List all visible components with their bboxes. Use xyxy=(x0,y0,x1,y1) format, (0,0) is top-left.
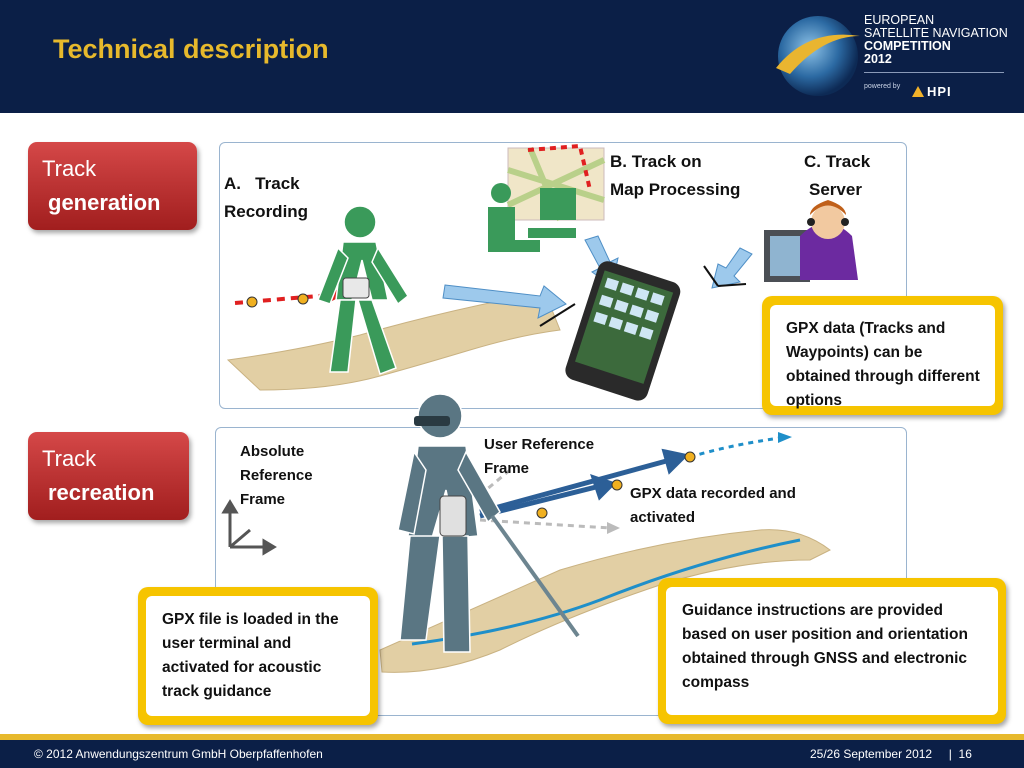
step-b-label: B. Track on Map Processing xyxy=(610,152,741,199)
future-track-arrow-icon xyxy=(778,432,792,443)
user-frame-arrows xyxy=(479,448,690,519)
waypoint-dot xyxy=(536,507,548,519)
arrow-to-phone-icon xyxy=(442,284,567,319)
recreation-label-line1: Track xyxy=(42,446,97,471)
sponsor-triangle-icon xyxy=(912,86,924,97)
competition-logo-text: EUROPEAN SATELLITE NAVIGATION COMPETITIO… xyxy=(864,13,1008,66)
track-recreation-button[interactable]: Track recreation xyxy=(28,432,189,520)
gps-device-icon xyxy=(439,495,467,537)
reference-dash-arrow-icon xyxy=(607,522,620,534)
waypoint-dot xyxy=(297,293,309,305)
globe-logo-icon xyxy=(776,16,860,96)
generation-label-line2: generation xyxy=(48,190,161,215)
generation-label-line1: Track xyxy=(42,156,97,181)
slide-footer: © 2012 Anwendungszentrum GmbH Oberpfaffe… xyxy=(0,740,1024,768)
waypoint-dot xyxy=(611,479,623,491)
copyright-text: © 2012 Anwendungszentrum GmbH Oberpfaffe… xyxy=(34,747,323,761)
user-frame-label: User Reference Frame xyxy=(484,436,595,477)
absolute-axes-icon xyxy=(221,499,277,556)
white-cane-icon xyxy=(490,514,580,638)
server-operator-icon xyxy=(764,200,858,282)
slide-title: Technical description xyxy=(53,34,329,64)
gpx-options-text: GPX data (Tracks and Waypoints) can be o… xyxy=(770,305,995,409)
future-track-dotted-line xyxy=(689,436,781,459)
gps-device-icon xyxy=(342,277,370,299)
step-c-label: C. Track Server xyxy=(804,152,871,199)
guidance-track-line xyxy=(411,538,801,646)
absolute-frame-label: Absolute Reference Frame xyxy=(240,443,313,508)
guidance-instructions-callout: Guidance instructions are provided based… xyxy=(658,578,1006,724)
slide-header: Technical description EUROPEAN SATELLITE… xyxy=(0,0,1024,113)
bottom-path-shape xyxy=(379,529,831,673)
waypoint-dot xyxy=(246,296,258,308)
smartphone-icon xyxy=(565,261,681,401)
step-a-label: A. Track Recording xyxy=(224,174,309,221)
gpx-loaded-callout: GPX file is loaded in the user terminal … xyxy=(138,587,378,725)
footer-accent-bar xyxy=(0,734,1024,740)
desktop-user-icon xyxy=(488,183,576,252)
arrow-from-server-icon xyxy=(711,247,753,289)
track-generation-button[interactable]: Track generation xyxy=(28,142,197,230)
gpx-loaded-text: GPX file is loaded in the user terminal … xyxy=(146,596,370,716)
sponsor-logo: HPI xyxy=(912,84,952,99)
guidance-instructions-text: Guidance instructions are provided based… xyxy=(666,587,998,715)
recreation-label-line2: recreation xyxy=(48,480,155,505)
waypoint-dot xyxy=(684,451,696,463)
gpx-options-callout: GPX data (Tracks and Waypoints) can be o… xyxy=(762,296,1003,415)
powered-by-label: powered by xyxy=(864,83,901,90)
gpx-recorded-label: GPX data recorded and activated xyxy=(630,485,796,526)
headset-icon xyxy=(414,416,450,426)
date-page-number: 25/26 September 2012 | 16 xyxy=(810,747,972,761)
logo-divider xyxy=(864,72,1004,73)
top-path-shape xyxy=(226,298,561,391)
